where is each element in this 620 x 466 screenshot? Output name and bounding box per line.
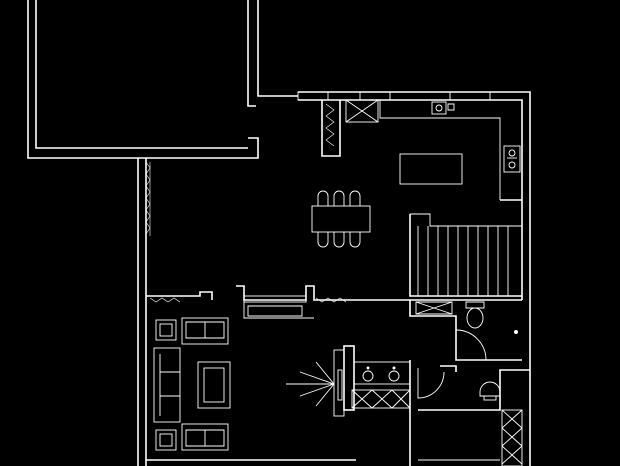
pantry-x (345, 99, 379, 123)
mid-wall (146, 285, 522, 319)
sofa-icon (153, 347, 181, 423)
armchair-icon (181, 317, 229, 345)
coffee-table-icon (197, 361, 231, 409)
toilet-icon (479, 381, 501, 397)
entry-door (286, 345, 355, 417)
entry-partition (321, 100, 341, 157)
kitchen-island (399, 153, 463, 185)
drain-icon (514, 330, 518, 334)
side-table-icon (155, 429, 177, 451)
vanity-icon (351, 361, 411, 409)
armchair-icon (181, 423, 229, 451)
cooktop-icon (503, 145, 521, 173)
staircase-icon (409, 213, 522, 297)
side-table-icon (155, 319, 177, 341)
kitchen-top (297, 91, 522, 201)
living-room-furniture (146, 317, 356, 461)
upper-left-block (27, 0, 298, 159)
dining-table-icon (311, 190, 371, 248)
lower-right-room (409, 360, 530, 466)
bathroom-upper (409, 300, 522, 361)
left-wall-pattern (145, 161, 151, 236)
toilet-icon (465, 301, 485, 309)
sink-icon (431, 101, 447, 115)
